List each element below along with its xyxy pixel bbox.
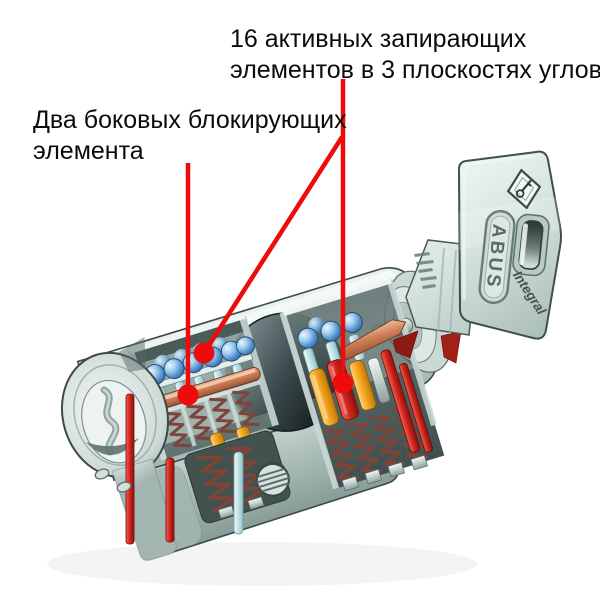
pin-foot [387, 461, 406, 478]
pointer-dot [332, 372, 354, 394]
guide-wall [226, 391, 243, 433]
pointers [177, 79, 354, 406]
label-active-elements-line2: элементов в 3 плоскостях углов [230, 56, 600, 84]
abus-badge: ABUS [478, 209, 516, 305]
spring [163, 411, 191, 448]
locking-pin-gray [367, 357, 391, 404]
screw-hole [255, 461, 290, 497]
keyring-hole [512, 213, 550, 277]
spring-large [196, 455, 236, 513]
pin-foot [410, 454, 428, 471]
guide-wall [180, 405, 197, 447]
cylinder-body [60, 267, 454, 561]
locking-pin-orange [348, 360, 377, 411]
key-groove [449, 249, 457, 335]
pin-foot [247, 496, 265, 510]
label-active-elements: 16 активных запирающих элементов в 3 пло… [230, 25, 600, 84]
keyway-profile [86, 386, 139, 456]
pointer-dot [177, 384, 199, 406]
pin-highlight [312, 374, 329, 420]
key-groove [437, 247, 445, 333]
vertical-pin-blue [233, 451, 244, 535]
cut-lip [283, 278, 392, 317]
vertical-pin-red [165, 457, 175, 543]
label-side-elements-line1: Два боковых блокирующих [33, 106, 347, 134]
pin-foot [341, 475, 360, 492]
cut-edge [279, 311, 340, 490]
locking-pin-orange [308, 368, 339, 427]
key: ABUS Integral [405, 150, 562, 340]
pin-foot [364, 468, 383, 485]
pointer-locking-ball [202, 135, 344, 355]
locking-pin-red-tall [399, 362, 433, 453]
pointer-dot [193, 342, 215, 364]
guide-wall [203, 398, 220, 440]
keyway-shadow [86, 438, 139, 456]
pin-foot [217, 505, 235, 519]
spring [323, 429, 360, 480]
face-cut-notch [118, 336, 146, 373]
cut-section-wedge [392, 330, 419, 359]
fin-screw [116, 481, 132, 493]
fin-screw [94, 468, 110, 480]
locking-ball [320, 320, 342, 342]
label-side-elements-line2: элемента [33, 137, 144, 165]
key-head-bevel [465, 154, 535, 166]
locking-ball [297, 327, 319, 349]
diamond-key-logo-icon [506, 168, 542, 210]
key-cuts [414, 252, 437, 289]
label-side-elements: Два боковых блокирующих элемента [33, 106, 347, 165]
locking-pin-red-tall [380, 349, 421, 453]
ground-shadow [47, 542, 477, 586]
label-active-elements-line1: 16 активных запирающих [230, 25, 527, 53]
locking-ball [236, 336, 255, 356]
vertical-pin-red [125, 393, 135, 545]
